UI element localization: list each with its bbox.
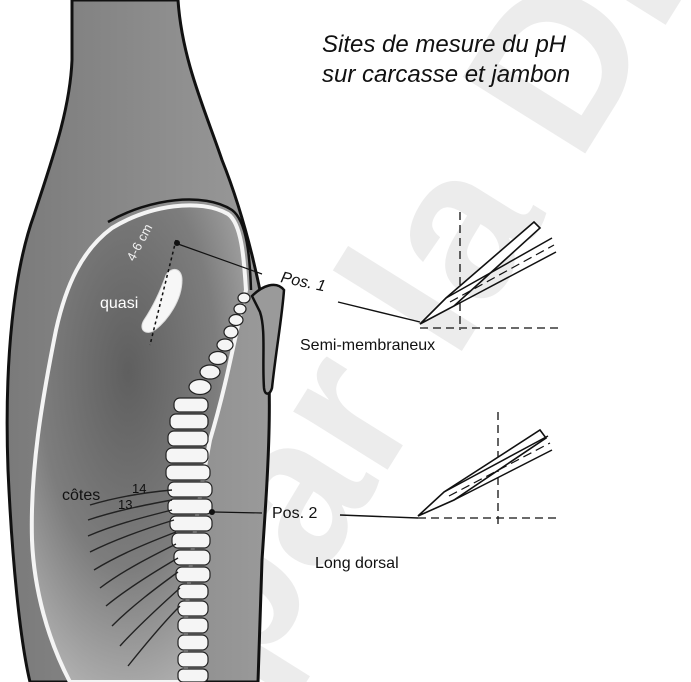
- pos1-probe-point: [174, 240, 180, 246]
- semi-membraneux-label: Semi-membraneux: [300, 337, 435, 354]
- cotes-label: côtes: [62, 487, 100, 504]
- quasi-label: quasi: [100, 295, 138, 312]
- title-line-1: Sites de mesure du pH: [322, 31, 567, 58]
- pos2-label: Pos. 2: [272, 505, 317, 522]
- long-dorsal-label: Long dorsal: [315, 555, 399, 572]
- rib-13-label: 13: [118, 497, 132, 512]
- rib-14-label: 14: [132, 481, 146, 496]
- title-line-2: sur carcasse et jambon: [322, 61, 570, 88]
